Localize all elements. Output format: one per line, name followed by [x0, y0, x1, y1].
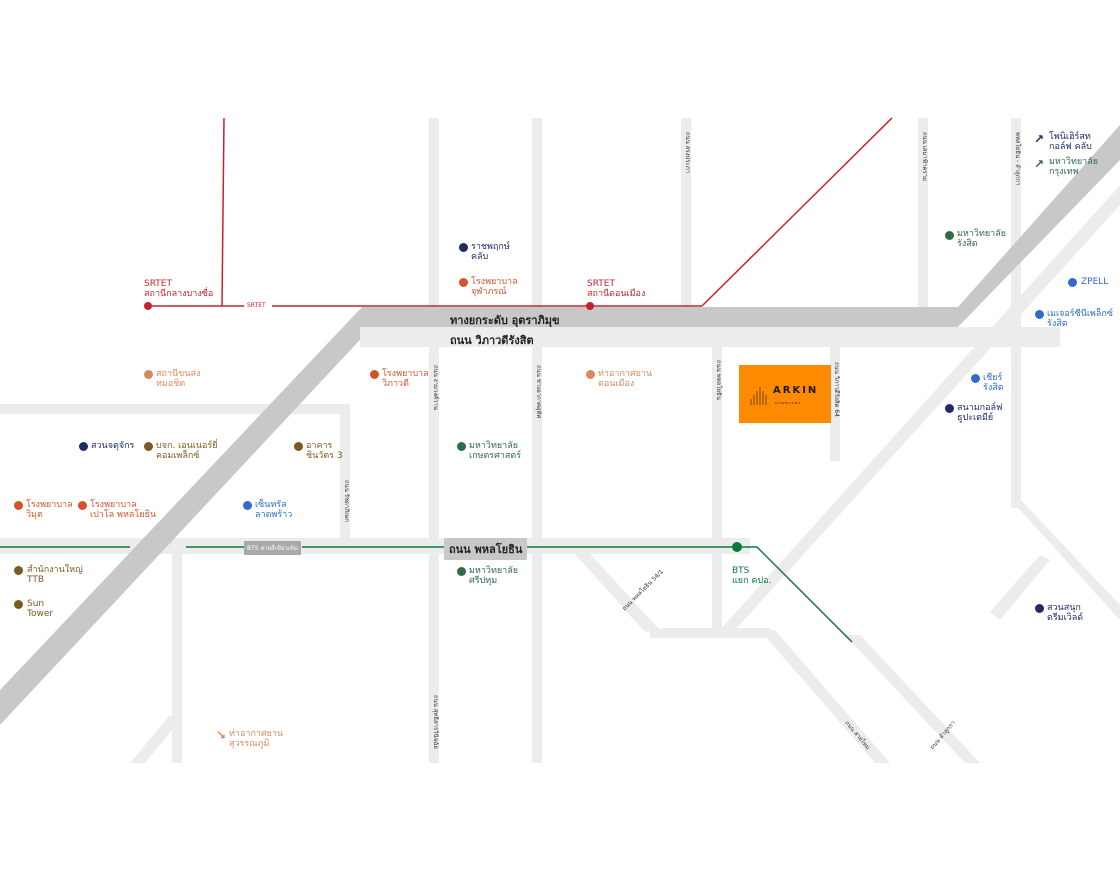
place-label: มหาวิทยาลัย ศรีปทุม	[469, 566, 519, 586]
place-label: โรงพยาบาล เปาโล พหลโยธิน	[90, 500, 157, 520]
place-label: สวนสนุก ดรีมเวิลด์	[1047, 603, 1084, 623]
road-label-2: ถนน เสมาฟ้าคราม	[921, 132, 928, 181]
srt-line	[148, 117, 893, 307]
vibhavadi-label: ถนน วิภาวดีรังสิต	[450, 334, 534, 347]
bts-line-tag: BTS สายสีเขียวเข้ม	[244, 541, 301, 555]
place-label: สำนักงานใหญ่ TTB	[27, 565, 83, 585]
project-name: ARKIN	[773, 385, 819, 396]
hospital-dot-icon	[78, 501, 87, 510]
srtet-line-tag: SRTET	[244, 300, 269, 311]
arrow-northeast-icon: ↗	[1034, 157, 1045, 171]
hospital-dot-icon	[459, 278, 468, 287]
place-label: SRTET สถานีดอนเมือง	[587, 279, 646, 299]
place-label: สวนจตุจักร	[91, 441, 135, 451]
place-label: Sun Tower	[27, 599, 54, 619]
place-label: อาคาร ชินวัตร 3	[306, 441, 343, 461]
office-dot-icon	[14, 566, 23, 575]
project-subname: DONMUANG	[775, 401, 802, 405]
place-label: มหาวิทยาลัย กรุงเทพ	[1049, 157, 1099, 177]
phahonyothin-label: ถนน พหลโยธิน	[444, 538, 528, 560]
road-label-3: พหลโยธิน - ลำลูกกา	[1014, 132, 1021, 186]
office-dot-icon	[14, 600, 23, 609]
project-marker[interactable]: ARKIN DONMUANG	[739, 365, 831, 423]
hospital-dot-icon	[14, 501, 23, 510]
project-logo-icon	[750, 387, 767, 405]
road-label-1: ถนน สรงประภา	[684, 132, 691, 174]
expressway-label: ทางยกระดับ อุตราภิมุข	[450, 314, 560, 327]
mall-dot-icon	[243, 501, 252, 510]
place-label: มหาวิทยาลัย รังสิต	[957, 229, 1007, 249]
park-dot-icon	[79, 442, 88, 451]
place-label: SRTET สถานีกลางบางซื่อ	[144, 279, 214, 299]
road-label-5: ถนน ช่างอากาศอุทิศ	[535, 365, 542, 419]
place-label: โรงพยาบาล วิมุต	[26, 500, 73, 520]
vibhavadi-road	[360, 327, 1060, 347]
place-label: โรงพยาบาล จุฬาภรณ์	[471, 277, 518, 297]
office-dot-icon	[144, 442, 153, 451]
park-dot-icon	[1035, 604, 1044, 613]
university-dot-icon	[457, 567, 466, 576]
place-label: เชียร์ รังสิต	[983, 373, 1004, 393]
place-label: ZPELL	[1081, 277, 1109, 287]
place-label: ท่าอากาศยาน ดอนเมือง	[598, 369, 653, 389]
transport-dot-icon	[144, 370, 153, 379]
place-label: ราชพฤกษ์ คลับ	[471, 242, 510, 262]
road-network	[0, 118, 1120, 763]
place-label: บจก. เอนเนอร์ยี่ คอมเพล็กซ์	[156, 441, 218, 461]
place-label: โรงพยาบาล วิภาวดี	[382, 369, 429, 389]
place-label: สถานีขนส่ง หมอชิต	[156, 369, 201, 389]
mall-dot-icon	[1035, 310, 1044, 319]
road-label-6: ถนน พหลโยธิน	[715, 360, 722, 400]
hospital-dot-icon	[370, 370, 379, 379]
road-label-9: ถนน สุทธิสารวินิจฉัย	[432, 695, 439, 749]
office-dot-icon	[294, 442, 303, 451]
place-label: ท่าอากาศยาน สุวรรณภูมิ	[229, 729, 284, 749]
university-dot-icon	[457, 442, 466, 451]
mall-dot-icon	[1068, 278, 1077, 287]
place-label: สนามกอล์ฟ ธูปะเตมีย์	[957, 403, 1003, 423]
golf-dot-icon	[945, 404, 954, 413]
place-label: เซ็นทรัล ลาดพร้าว	[255, 500, 293, 520]
road-label-8: ถนน รัชดาภิเษก	[343, 480, 350, 522]
bts-line	[0, 546, 853, 643]
golf-dot-icon	[459, 243, 468, 252]
expressway	[0, 125, 1120, 725]
mall-dot-icon	[971, 374, 980, 383]
airport-dot-icon	[586, 370, 595, 379]
road-label-7: ถนน วิภาวดีรังสิต 64	[833, 362, 840, 417]
place-label: เมเจอร์ซีนีเพล็กซ์ รังสิต	[1047, 309, 1113, 329]
place-label: มหาวิทยาลัย เกษตรศาสตร์	[469, 441, 522, 461]
road-label-4: ถนน งามวงศ์วาน	[432, 365, 439, 410]
arrow-northeast-icon: ↗	[1034, 132, 1045, 146]
bts-kor-por-aor-station-dot	[732, 542, 742, 552]
srt-bangsue-station-dot	[144, 302, 152, 310]
srt-donmueang-station-dot	[586, 302, 594, 310]
university-dot-icon	[945, 231, 954, 240]
place-label: BTS แยก คปอ.	[732, 566, 772, 586]
arrow-southeast-icon: ↘	[216, 728, 227, 742]
place-label: โพนิเฮิร์สท กอล์ฟ คลับ	[1049, 132, 1092, 152]
